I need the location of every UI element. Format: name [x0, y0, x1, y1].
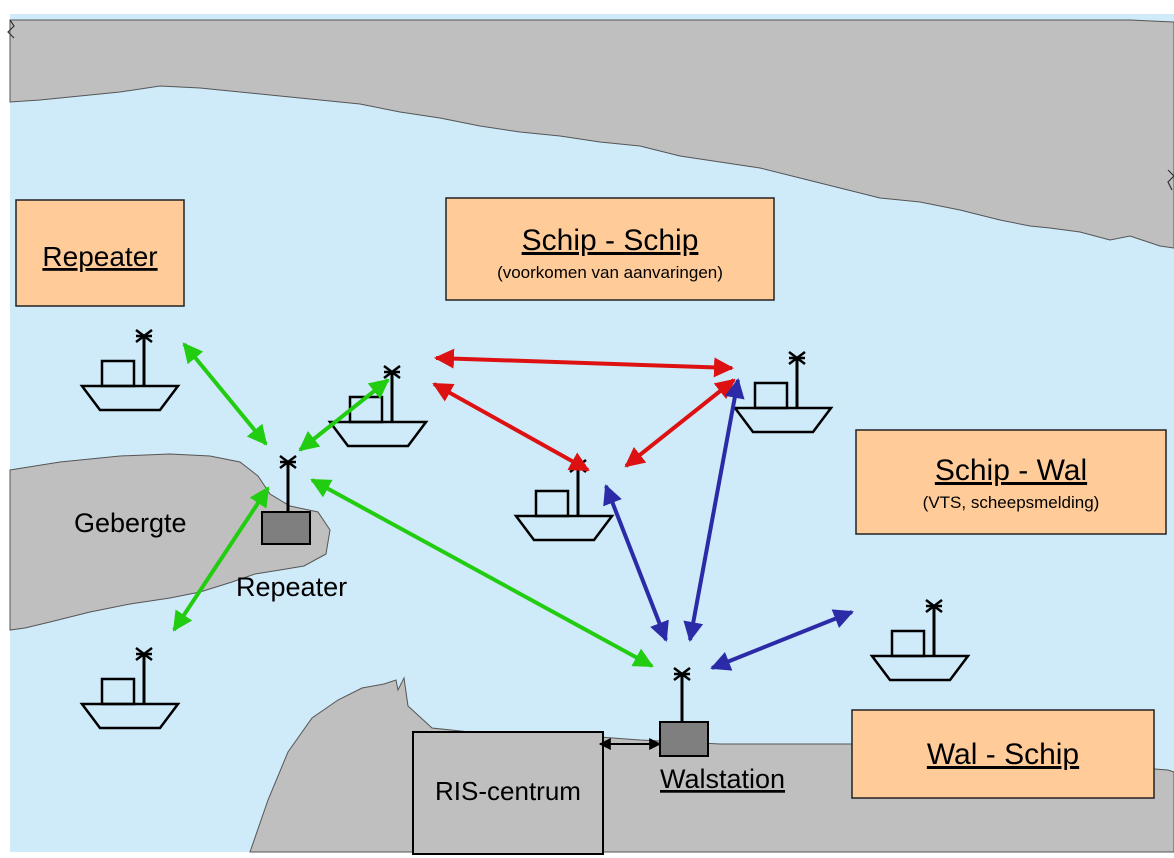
repeater-link [182, 342, 268, 446]
station-icon [659, 721, 709, 757]
shore-ship-box: Wal - Schip [851, 709, 1155, 799]
ship-ship-link [432, 382, 590, 472]
antenna-icon [279, 455, 297, 512]
ris-centre-label: RIS-centrum [435, 776, 581, 806]
ship-shore-link [603, 484, 669, 642]
antenna-icon [673, 667, 691, 722]
repeater-link [298, 378, 390, 452]
station-icon [261, 511, 311, 545]
shore-ship-title: Wal - Schip [927, 738, 1079, 771]
repeater-box: Repeater [15, 199, 185, 307]
ris-centre: RIS-centrum [412, 731, 604, 855]
repeater-link [172, 486, 270, 632]
white-margin-top [0, 0, 1174, 12]
ship-shore-link [710, 609, 854, 671]
ship-shore-subtitle: (VTS, scheepsmelding) [923, 493, 1100, 512]
coast-squiggle-left [7, 19, 15, 39]
repeater-link [310, 478, 654, 668]
shore-station-label: Walstation [660, 764, 785, 794]
repeater-links [172, 342, 654, 668]
north-shore [9, 19, 1174, 249]
coast-squiggle-right [1167, 169, 1174, 191]
ship-shore-links [603, 378, 854, 671]
ship-ship-link [434, 348, 734, 378]
ship-shore-box: Schip - Wal (VTS, scheepsmelding) [855, 429, 1167, 535]
repeater-station-label: Repeater [236, 572, 347, 602]
ship-shore-link [683, 378, 745, 642]
ship-ship-subtitle: (voorkomen van aanvaringen) [497, 263, 723, 282]
ship-shore-title: Schip - Wal [935, 454, 1087, 487]
ship-ship-title: Schip - Schip [522, 224, 699, 257]
ship-ship-box: Schip - Schip (voorkomen van aanvaringen… [445, 197, 775, 301]
mountains-label: Gebergte [74, 508, 187, 538]
repeater-box-title: Repeater [42, 241, 157, 272]
